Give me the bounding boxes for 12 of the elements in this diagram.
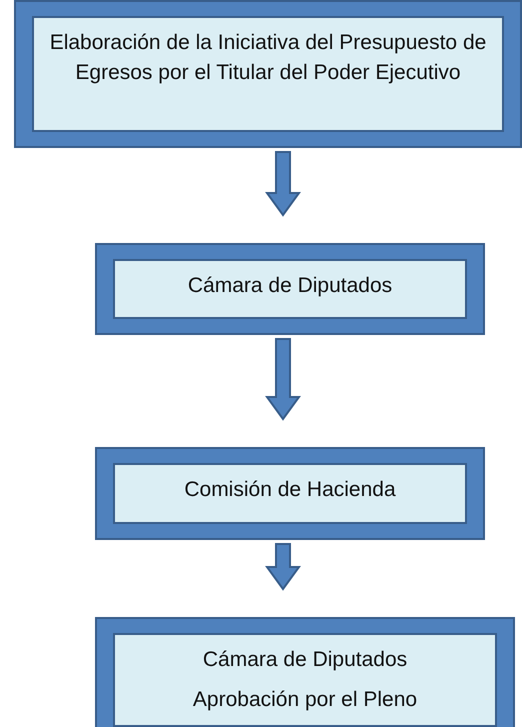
box-text: Elaboración de la Iniciativa del Presupuesto de Egresos por el Titular del Poder Ejecutivo: [48, 30, 488, 86]
block-arrow: [265, 543, 301, 591]
box-text: Comisión de Hacienda: [184, 477, 396, 503]
box-text: Aprobación por el Pleno: [192, 687, 418, 714]
process-box: [95, 617, 515, 727]
block-arrow: [265, 338, 301, 421]
block-arrow: [265, 151, 301, 217]
box-text: Cámara de Diputados: [202, 647, 408, 673]
process-box: [95, 447, 485, 540]
box-text: Cámara de Diputados: [188, 273, 392, 299]
process-box: [95, 243, 485, 335]
process-box: [14, 0, 522, 148]
